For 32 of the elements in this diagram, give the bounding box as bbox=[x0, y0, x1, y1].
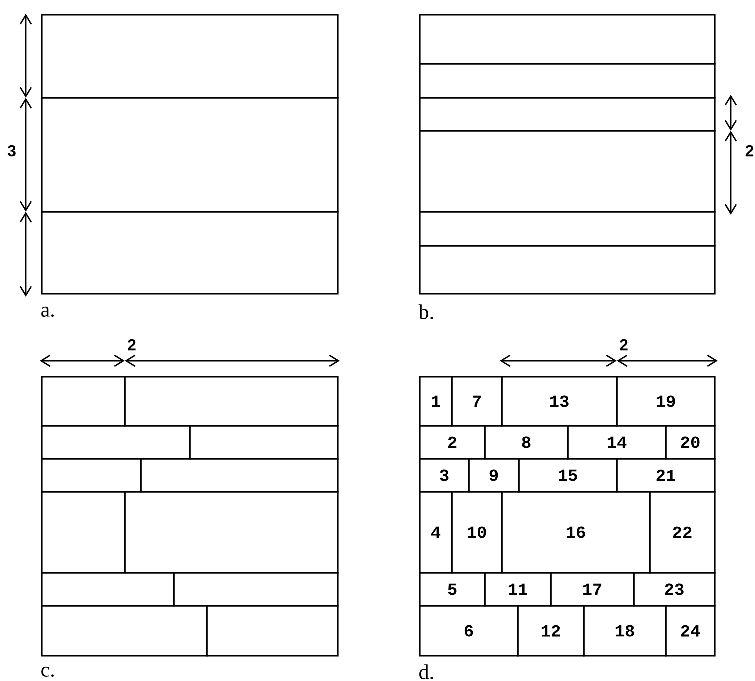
grid-cell: 9 bbox=[468, 458, 520, 493]
grid-cell: 10 bbox=[451, 491, 503, 574]
dimension-label: 2 bbox=[128, 339, 136, 351]
grid-cell: 23 bbox=[633, 572, 716, 607]
panel-label: a. bbox=[42, 306, 54, 318]
panel-label: c. bbox=[42, 666, 54, 678]
grid-cell: 5 bbox=[419, 572, 486, 607]
grid-cell: 19 bbox=[616, 376, 716, 427]
grid-cell: 3 bbox=[419, 458, 470, 493]
panel-label: d. bbox=[420, 664, 434, 680]
dimension-label: 3 bbox=[8, 145, 16, 157]
grid-cell: 6 bbox=[419, 605, 519, 657]
dimension-label: 2 bbox=[746, 145, 754, 157]
grid-cell: 20 bbox=[665, 425, 716, 460]
grid-cell: 7 bbox=[451, 376, 503, 427]
dimension-label: 2 bbox=[620, 339, 628, 351]
grid-cell: 21 bbox=[616, 458, 716, 493]
panel-label: b. bbox=[418, 304, 434, 320]
grid-cell: 22 bbox=[649, 491, 716, 574]
grid-cell: 17 bbox=[550, 572, 635, 607]
grid-cell: 24 bbox=[665, 605, 716, 657]
grid-cell: 8 bbox=[484, 425, 569, 460]
grid-cell: 14 bbox=[567, 425, 667, 460]
grid-cell: 15 bbox=[518, 458, 618, 493]
grid-cell: 11 bbox=[484, 572, 552, 607]
grid-cell: 1 bbox=[419, 376, 453, 427]
grid-cell: 16 bbox=[501, 491, 651, 574]
grid-cell: 2 bbox=[419, 425, 486, 460]
grid-cell: 4 bbox=[419, 491, 453, 574]
grid-cell: 13 bbox=[501, 376, 618, 427]
grid-cell: 12 bbox=[517, 605, 585, 657]
grid-cell: 18 bbox=[583, 605, 667, 657]
